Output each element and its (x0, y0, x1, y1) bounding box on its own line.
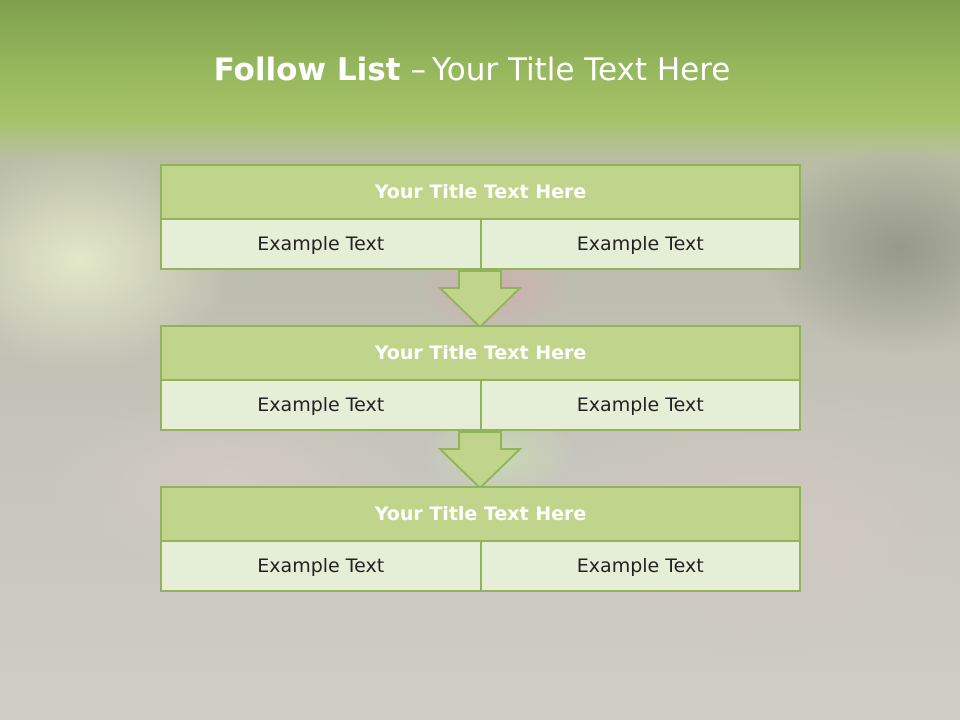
block-cell-right: Example Text (481, 542, 801, 592)
block-row: Example Text Example Text (160, 542, 801, 592)
list-block-1: Your Title Text Here Example Text Exampl… (160, 164, 801, 270)
block-title: Your Title Text Here (160, 325, 801, 381)
title-strong: Follow List (213, 52, 401, 88)
block-title: Your Title Text Here (160, 486, 801, 542)
block-cell-left: Example Text (160, 542, 482, 592)
block-row: Example Text Example Text (160, 220, 801, 270)
block-cell-right: Example Text (481, 381, 801, 431)
block-cell-right: Example Text (481, 220, 801, 270)
block-cell-left: Example Text (160, 220, 482, 270)
header-band (0, 0, 960, 160)
block-cell-left: Example Text (160, 381, 482, 431)
title-separator: – (410, 52, 426, 88)
list-block-3: Your Title Text Here Example Text Exampl… (160, 486, 801, 592)
slide-title: Follow List–Your Title Text Here (0, 52, 944, 88)
down-arrow-icon (437, 431, 523, 490)
block-title: Your Title Text Here (160, 164, 801, 220)
title-rest: Your Title Text Here (431, 52, 731, 88)
list-block-2: Your Title Text Here Example Text Exampl… (160, 325, 801, 431)
block-row: Example Text Example Text (160, 381, 801, 431)
down-arrow-icon (437, 270, 523, 329)
